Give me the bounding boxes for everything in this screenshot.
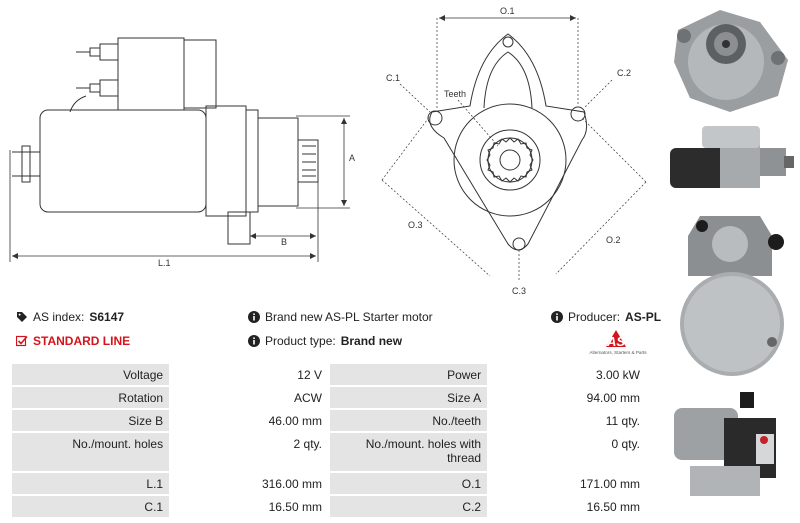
spec-label: Power [329, 364, 488, 385]
spec-label: Rotation [12, 387, 170, 408]
spec-value: 11 qty. [489, 410, 646, 431]
spec-value: 16.50 mm [489, 496, 646, 517]
producer-value: AS-PL [625, 310, 662, 324]
checkbox-checked-icon [16, 335, 28, 347]
dim-label-o2: O.2 [606, 235, 621, 245]
product-type-value: Brand new [340, 334, 403, 348]
table-row: No./mount. holes 2 qty. No./mount. holes… [12, 433, 646, 471]
dim-label-c1: C.1 [386, 73, 400, 83]
producer-row: Producer: AS-PL [551, 310, 661, 324]
spec-value: 16.50 mm [171, 496, 328, 517]
spec-value: ACW [171, 387, 328, 408]
tag-icon [16, 311, 28, 323]
product-line-row: STANDARD LINE [16, 334, 130, 348]
spec-value: 94.00 mm [489, 387, 646, 408]
dim-label-o3: O.3 [408, 220, 423, 230]
dim-label-c2: C.2 [617, 68, 631, 78]
specification-table: Voltage 12 V Power 3.00 kW Rotation ACW … [10, 362, 648, 519]
logo-mark: AS [606, 334, 625, 349]
product-photo-rear [660, 198, 800, 378]
spec-value: 46.00 mm [171, 410, 328, 431]
spec-label: Size A [329, 387, 488, 408]
spec-value: 171.00 mm [489, 473, 646, 494]
product-description: Brand new AS-PL Starter motor [265, 310, 433, 324]
spec-label: Voltage [12, 364, 170, 385]
spec-label: No./mount. holes with thread [329, 433, 488, 471]
spec-label: No./mount. holes [12, 433, 170, 471]
spec-label: L.1 [12, 473, 170, 494]
spec-label: C.2 [329, 496, 488, 517]
spec-label: C.1 [12, 496, 170, 517]
spec-label: No./teeth [329, 410, 488, 431]
logo-tagline: Alternators, Starters & Parts [589, 350, 647, 355]
dim-label-c3: C.3 [512, 286, 526, 296]
spec-value: 0 qty. [489, 433, 646, 471]
as-index-value: S6147 [89, 310, 125, 324]
product-type-row: Product type: Brand new [248, 334, 402, 348]
product-photo-front [660, 0, 800, 118]
product-line-label: STANDARD LINE [33, 334, 131, 348]
spec-value: 2 qty. [171, 433, 328, 471]
side-view-drawing: A B L.1 [9, 37, 355, 268]
dim-label-b: B [281, 237, 287, 247]
as-index-label: AS index: [33, 310, 85, 324]
info-icon [248, 311, 260, 323]
dim-label-teeth: Teeth [444, 89, 466, 99]
info-icon [248, 335, 260, 347]
as-index-row: AS index: S6147 [16, 310, 124, 324]
table-row: Rotation ACW Size A 94.00 mm [12, 387, 646, 408]
spec-value: 3.00 kW [489, 364, 646, 385]
table-row: Size B 46.00 mm No./teeth 11 qty. [12, 410, 646, 431]
product-photo-angle [660, 378, 800, 523]
as-pl-logo: AS Alternators, Starters & Parts [589, 330, 647, 355]
front-view-drawing: O.1 C.1 C.2 Teeth O.3 O.2 C.3 [381, 6, 647, 296]
dim-label-l1: L.1 [158, 258, 171, 268]
table-row: C.1 16.50 mm C.2 16.50 mm [12, 496, 646, 517]
table-row: L.1 316.00 mm O.1 171.00 mm [12, 473, 646, 494]
product-photo-side [660, 118, 800, 198]
dim-label-a: A [349, 153, 355, 163]
dim-label-o1: O.1 [500, 6, 515, 16]
spec-value: 12 V [171, 364, 328, 385]
description-row: Brand new AS-PL Starter motor [248, 310, 433, 324]
spec-value: 316.00 mm [171, 473, 328, 494]
spec-label: O.1 [329, 473, 488, 494]
table-row: Voltage 12 V Power 3.00 kW [12, 364, 646, 385]
info-icon [551, 311, 563, 323]
spec-label: Size B [12, 410, 170, 431]
producer-label: Producer: [568, 310, 621, 324]
product-type-label: Product type: [265, 334, 336, 348]
